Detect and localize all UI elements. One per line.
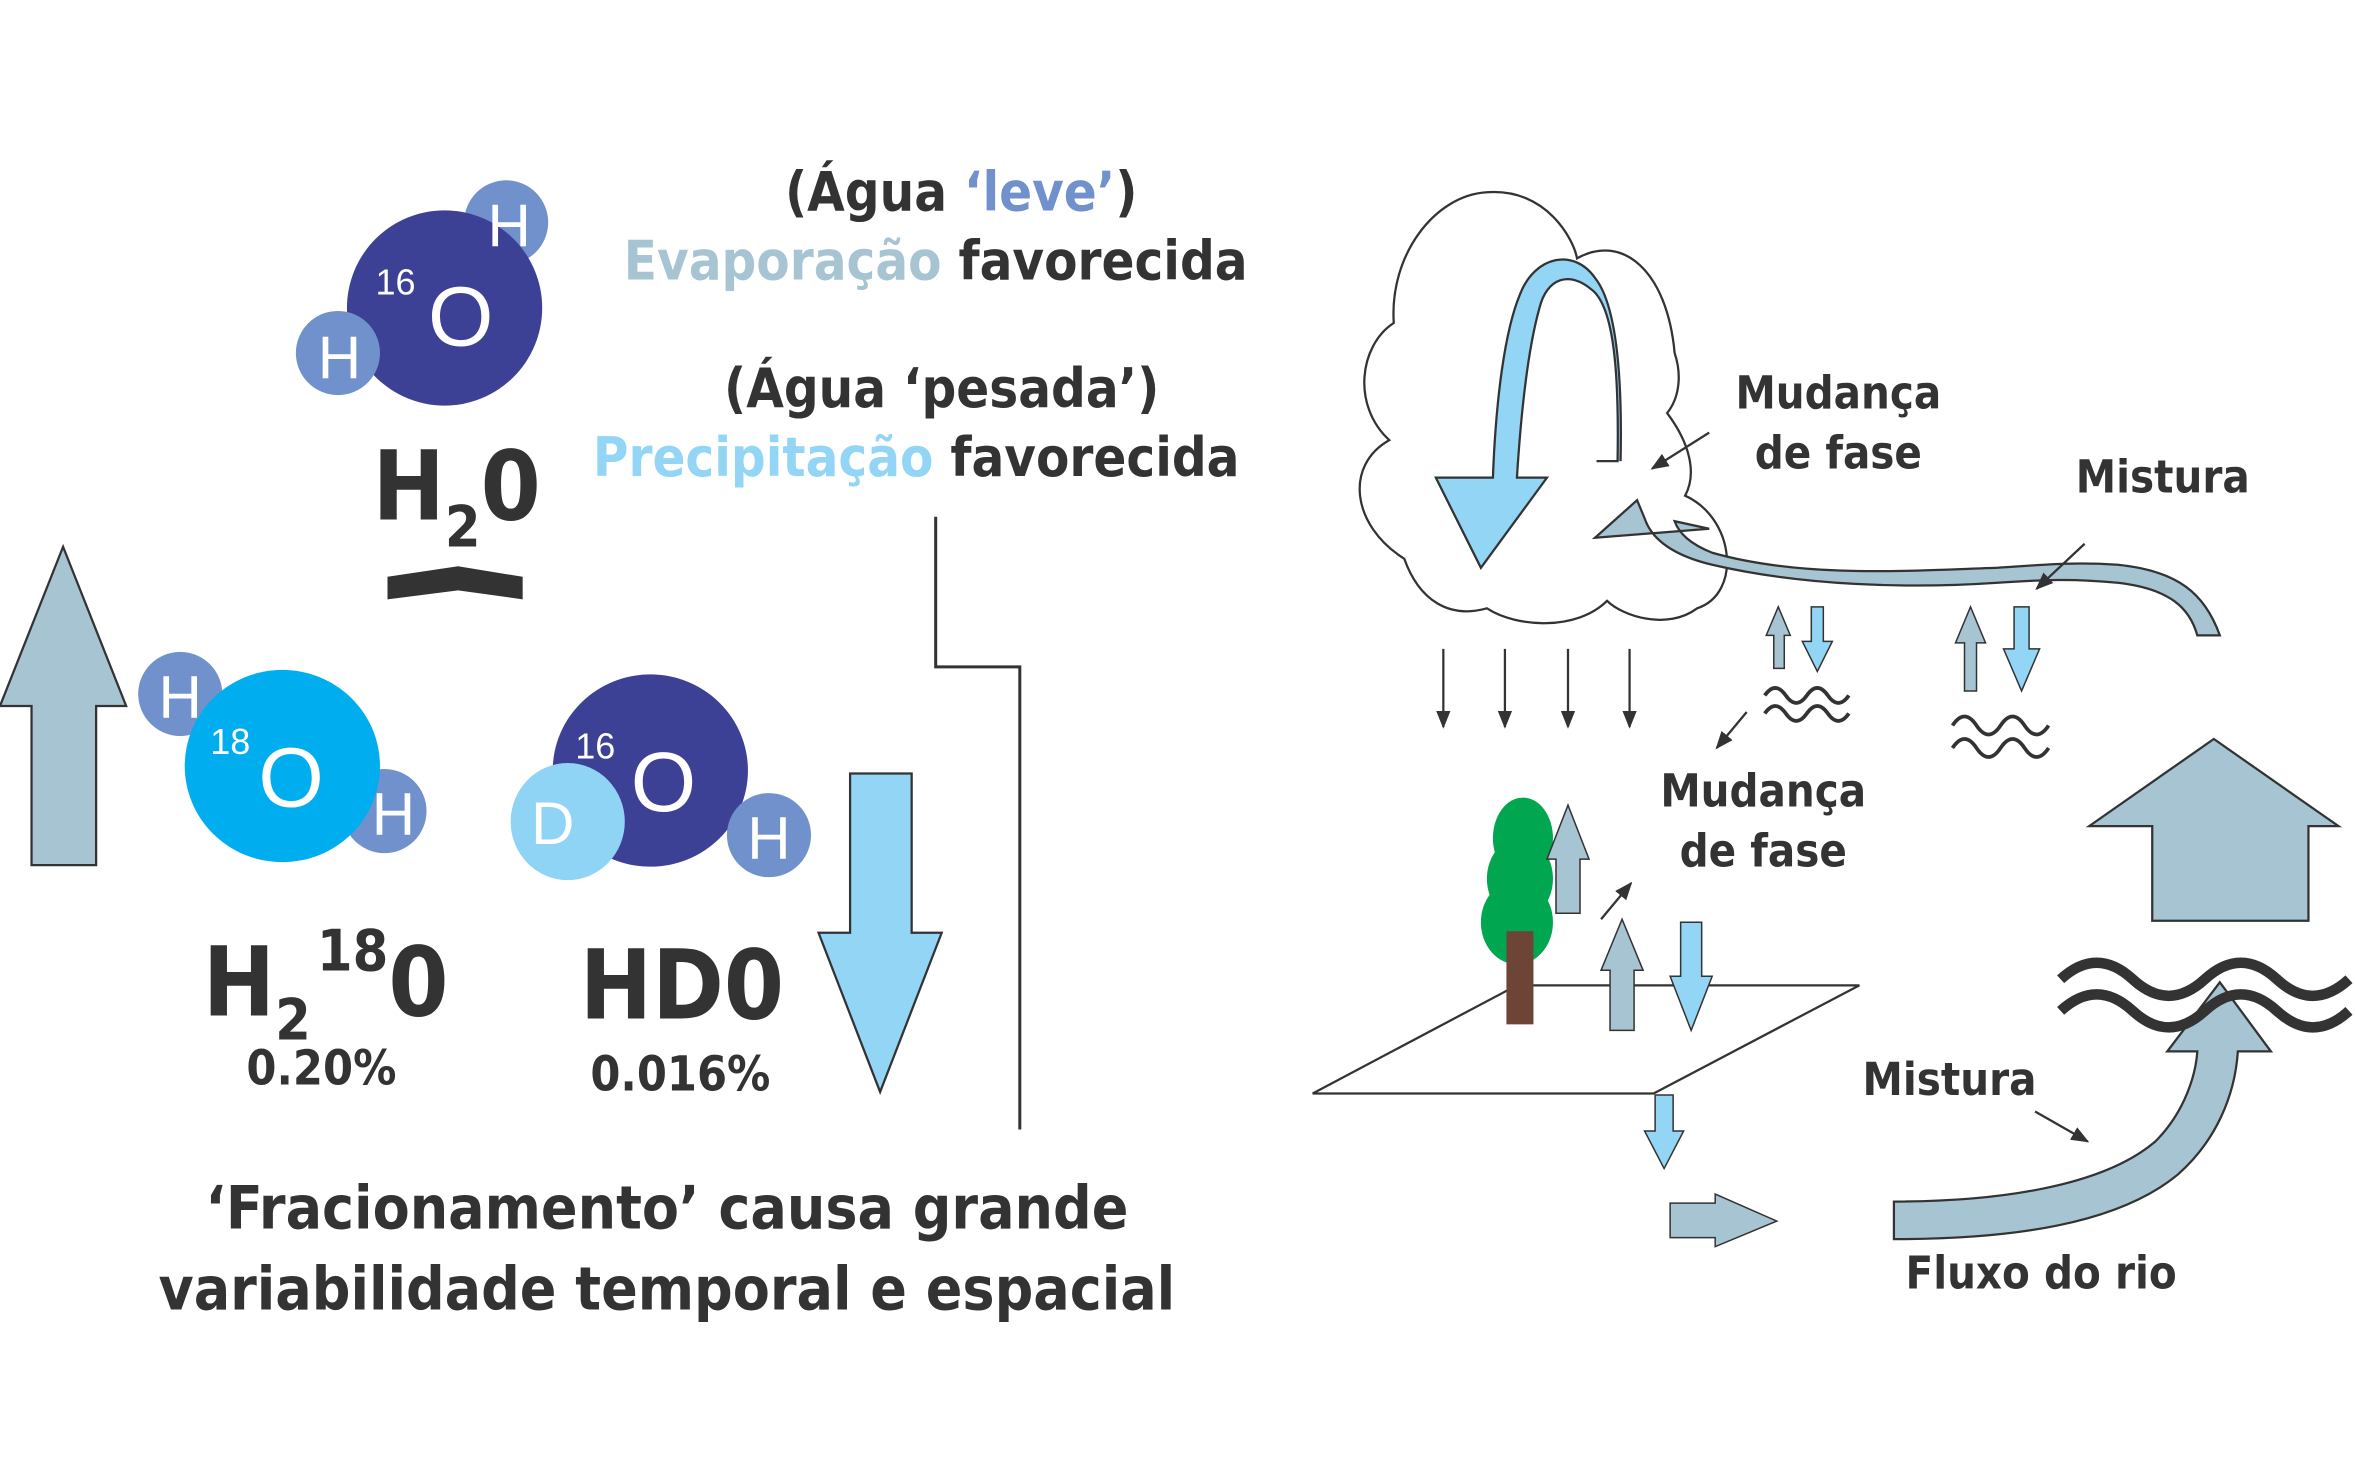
hydrogen-atom [295, 310, 380, 396]
ocean-evaporation-arrow-icon [2085, 737, 2343, 922]
percolation-arrow-icon [1643, 1094, 1685, 1171]
river-flow-label: Fluxo do rio [1906, 1247, 2177, 1300]
pointer-arrow-icon [2034, 1110, 2090, 1143]
hydrogen-atom [726, 793, 812, 878]
tree-icon [1480, 797, 1553, 1025]
phase-change-label-land: Mudança [1660, 765, 1866, 818]
water-waves-icon [1763, 686, 1851, 723]
h2o-molecule: H H 16 O [295, 180, 549, 406]
phase-change-label-land-2: de fase [1680, 825, 1847, 878]
light-water-label: (Água ‘leve’) [785, 160, 1138, 223]
conclusion-line-1: ‘Fracionamento’ causa grande [205, 1174, 1128, 1244]
hydrogen-symbol: H [159, 664, 202, 731]
h2o-formula: H20 [372, 431, 540, 561]
evaporation-up-arrow-icon [0, 543, 128, 867]
cloud-convection-arrow-icon [1434, 258, 1623, 570]
water-waves-icon [1950, 714, 2051, 759]
h2o18-abundance: 0.20% [246, 1040, 396, 1096]
evaporation-favored-text: Evaporação favorecida [624, 229, 1248, 292]
phase-change-label-cloud-2: de fase [1755, 427, 1922, 480]
oxygen-symbol: O [631, 735, 696, 829]
hydrogen-symbol: H [372, 781, 415, 848]
hdo-formula: HD0 [580, 929, 784, 1041]
pointer-arrow-icon [2035, 542, 2086, 591]
condensation-small-arrow-icon [2002, 606, 2041, 693]
pointer-arrow-icon [1715, 711, 1748, 750]
ocean-waves-icon [2057, 957, 2353, 1033]
mixing-return-arrow-icon [1591, 498, 2222, 637]
hdo-molecule: H D 16 O [510, 674, 812, 881]
oxygen-mass-number: 16 [375, 261, 415, 302]
hydrogen-symbol: H [487, 192, 530, 259]
precipitation-down-arrow-icon [816, 772, 944, 1096]
oxygen-mass-number: 18 [210, 721, 250, 762]
hdo-abundance: 0.016% [590, 1046, 770, 1102]
divider-line [934, 516, 1022, 1130]
brace-icon [387, 566, 523, 600]
river-flow-arrow-icon [1892, 980, 2274, 1241]
h2o18-molecule: H H 18 O [138, 651, 427, 863]
infiltration-arrow-icon [1669, 921, 1714, 1033]
cloud-icon [1358, 191, 1729, 625]
hydrogen-symbol: H [318, 325, 361, 392]
transpiration-arrow-icon [1545, 803, 1591, 914]
pointer-arrow-icon [1600, 881, 1633, 920]
precipitation-favored-text: Precipitação favorecida [593, 426, 1240, 489]
oxygen-symbol: O [258, 731, 323, 825]
mixing-label-bottom: Mistura [1863, 1053, 2037, 1106]
conclusion-line-2: variabilidade temporal e espacial [158, 1255, 1175, 1325]
condensation-small-arrow-icon [1801, 606, 1834, 674]
oxygen-mass-number: 16 [575, 726, 615, 767]
oxygen-symbol: O [428, 270, 493, 364]
heavy-water-label: (Água ‘pesada’) [724, 357, 1159, 420]
mixing-label-top: Mistura [2076, 451, 2250, 504]
h2o18-formula: H2180 [203, 918, 449, 1053]
oxygen-16-atom [346, 210, 543, 406]
hydrogen-symbol: H [747, 805, 790, 872]
rain-arrows [1436, 648, 1637, 729]
phase-change-label-cloud: Mudança [1735, 367, 1941, 420]
oxygen-18-atom [184, 669, 380, 863]
evaporation-small-arrow-icon [1954, 604, 1987, 692]
evaporation-small-arrow-icon [1765, 604, 1792, 670]
pointer-arrow-icon [1650, 431, 1710, 470]
deuterium-symbol: D [531, 790, 574, 857]
soil-evaporation-arrow-icon [1599, 917, 1645, 1032]
deuterium-atom [510, 763, 625, 881]
ground-plane [1312, 984, 1860, 1095]
groundwater-flow-arrow-icon [1669, 1192, 1779, 1248]
